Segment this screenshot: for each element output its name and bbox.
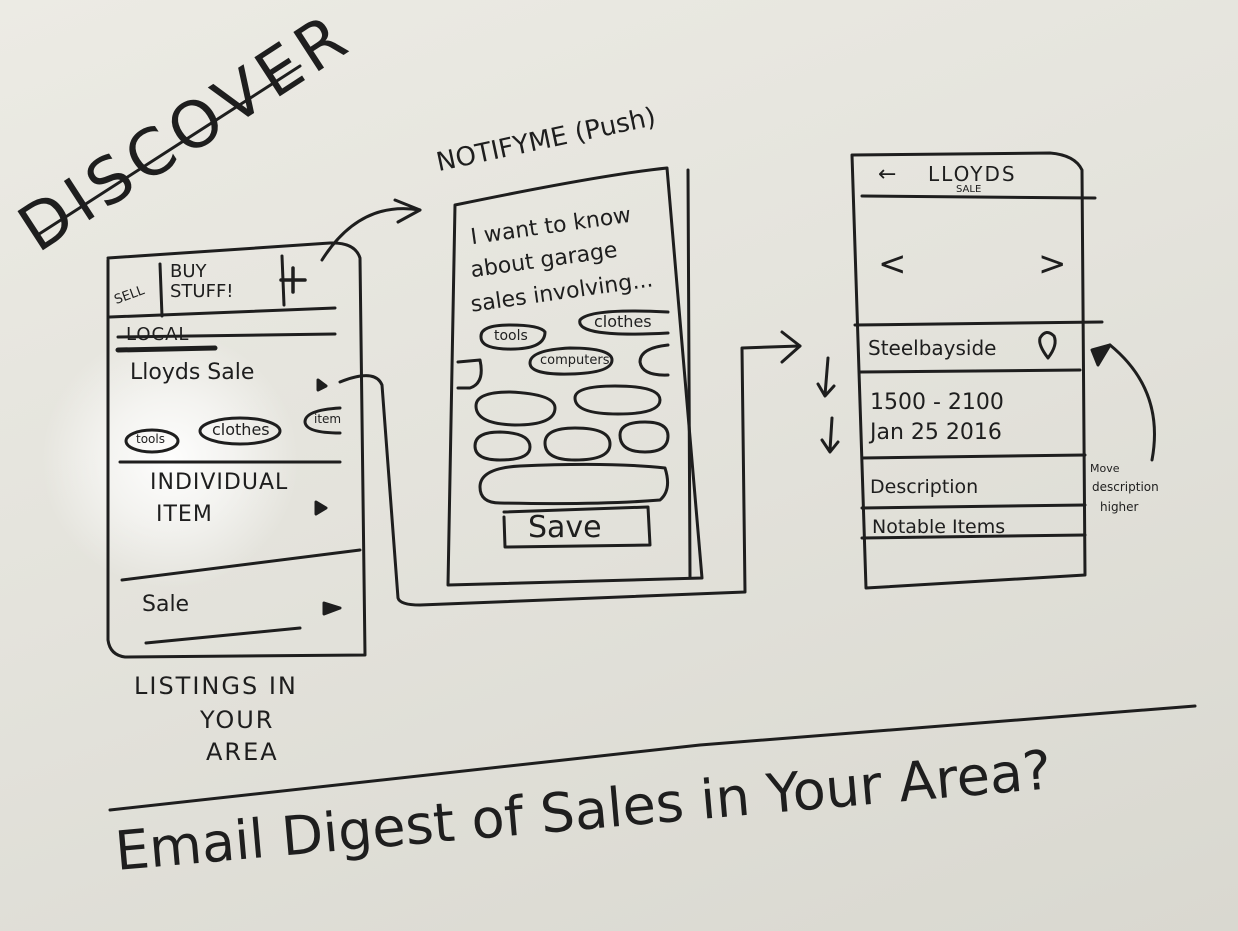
annotation-line3: higher [1100,500,1139,514]
notify-tag-computers[interactable]: computers [540,353,610,368]
listing-individual-item[interactable]: INDIVIDUAL ITEM [140,470,340,550]
notify-tag-clothes[interactable]: clothes [594,312,652,331]
listings-caption-line1: LISTINGS IN [134,672,298,700]
location-pin-icon[interactable] [1036,330,1060,360]
detail-description[interactable]: Description [870,476,979,498]
detail-time: 1500 - 2100 [870,390,1004,415]
detail-location: Steelbayside [868,336,997,360]
buy-tab-label: BUY STUFF! [170,261,234,302]
listing-lloyds-sale-label: Lloyds Sale [130,360,255,385]
detail-title: LLOYDS [928,162,1017,186]
screen3-frame [850,151,1087,590]
listings-caption-line2: YOUR [200,706,275,734]
add-button[interactable] [282,262,306,298]
buy-tab[interactable]: BUY STUFF! [170,262,270,302]
tag-item[interactable]: item [314,412,342,426]
save-button[interactable]: Save [506,510,648,546]
local-section-label: LOCAL [126,324,190,345]
listing-sale-label: Sale [142,592,190,617]
screen1-frame [106,241,367,659]
back-arrow-icon[interactable]: ← [878,162,897,187]
listing-lloyds-sale[interactable]: Lloyds Sale [120,352,335,452]
detail-notable-items[interactable]: Notable Items [872,516,1006,538]
detail-subtitle: SALE [956,184,982,195]
title-underline [34,64,302,238]
save-button-label: Save [528,510,602,545]
listings-caption-line3: AREA [206,738,279,766]
detail-date: Jan 25 2016 [870,420,1002,445]
annotation-line1: Move [1090,462,1120,475]
listing-sale[interactable]: Sale [140,590,340,630]
listing-individual-item-line1: INDIVIDUAL [150,470,289,495]
listing-individual-item-line2: ITEM [156,502,213,527]
annotation-line2: description [1092,480,1159,494]
tag-clothes[interactable]: clothes [212,420,270,439]
notify-tag-tools[interactable]: tools [494,328,528,344]
tag-tools[interactable]: tools [136,432,165,446]
carousel-next-icon[interactable]: > [1038,244,1067,284]
carousel-prev-icon[interactable]: < [878,244,907,284]
screen2-frame [446,166,704,587]
